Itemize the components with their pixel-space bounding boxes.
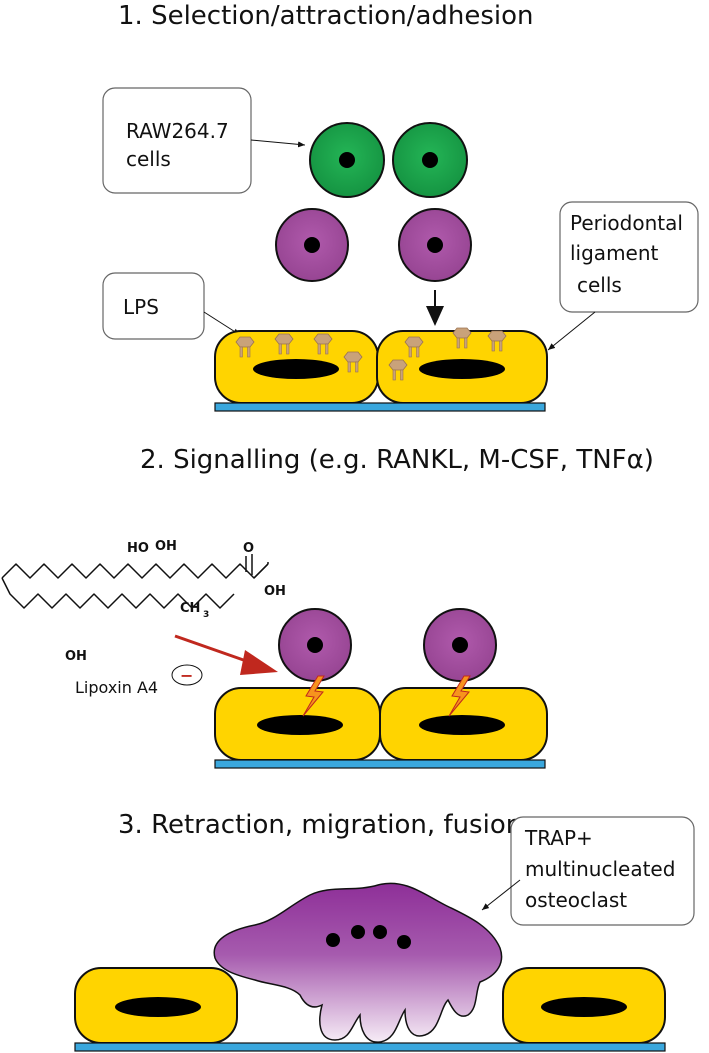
substrate-bar xyxy=(214,759,546,769)
trap-callout-line1: TRAP+ xyxy=(524,826,593,850)
precursor-cell-icon xyxy=(398,208,472,282)
raw-cell-icon xyxy=(392,122,468,198)
step3-heading: 3. Retraction, migration, fusion xyxy=(118,810,522,840)
pdl-cell-icon xyxy=(74,967,238,1044)
raw-callout-pointer xyxy=(250,139,306,148)
inhibition-symbol: − xyxy=(171,664,203,686)
migration-arrow-icon xyxy=(426,290,444,326)
step2-heading: 2. Signalling (e.g. RANKL, M-CSF, TNFα) xyxy=(140,445,654,475)
signal-bolt-icon xyxy=(448,675,471,717)
substrate-bar xyxy=(214,402,546,412)
ho-label: HO xyxy=(127,541,149,556)
ch-label: CH xyxy=(180,601,200,616)
substrate-bar xyxy=(74,1042,666,1052)
pdl-cell-icon xyxy=(502,967,666,1044)
acid-oh-label: OH xyxy=(264,584,286,599)
pdl-callout-line3: cells xyxy=(577,273,622,297)
pdl-callout-line1: Periodontal xyxy=(570,211,683,235)
raw-cell-icon xyxy=(309,122,385,198)
step1-heading: 1. Selection/attraction/adhesion xyxy=(118,1,534,31)
trap-callout-line2: multinucleated xyxy=(525,857,675,881)
inhibition-arrow-icon xyxy=(174,634,278,675)
trap-callout-pointer xyxy=(481,879,521,911)
carbonyl-o-label: O xyxy=(243,541,254,556)
raw-callout-line2: cells xyxy=(126,147,171,171)
pdl-callout-pointer xyxy=(547,311,596,351)
ch-subscript: 3 xyxy=(203,610,209,620)
osteoclast-nucleus xyxy=(351,925,365,939)
osteoclast-nucleus xyxy=(373,925,387,939)
precursor-cell-icon xyxy=(423,608,497,682)
pdl-cell-icon xyxy=(379,687,548,761)
lipoxin-name: Lipoxin A4 xyxy=(75,678,158,697)
osteoclast-icon xyxy=(213,882,503,1043)
pdl-cell-icon xyxy=(214,687,381,761)
precursor-cell-icon xyxy=(278,608,352,682)
pdl-callout-line2: ligament xyxy=(570,241,659,265)
lps-callout: LPS xyxy=(102,272,205,340)
raw-cells-callout: RAW264.7 cells xyxy=(102,87,252,194)
lipoxin-structure-icon xyxy=(1,562,269,609)
lps-callout-text: LPS xyxy=(123,295,159,319)
raw-callout-line1: RAW264.7 xyxy=(126,119,229,143)
osteoclast-nucleus xyxy=(326,933,340,947)
svg-text:−: − xyxy=(180,666,193,685)
precursor-cell-icon xyxy=(275,208,349,282)
trap-callout-line3: osteoclast xyxy=(525,888,627,912)
oh-bottom-label: OH xyxy=(65,649,87,664)
oh-top-label: OH xyxy=(155,539,177,554)
pdl-cell-icon xyxy=(214,330,379,404)
osteoclast-nucleus xyxy=(397,935,411,949)
signal-bolt-icon xyxy=(302,675,325,717)
pdl-cells-callout: Periodontal ligament cells xyxy=(559,201,699,313)
trap-osteoclast-callout: TRAP+ multinucleated osteoclast xyxy=(510,816,695,926)
